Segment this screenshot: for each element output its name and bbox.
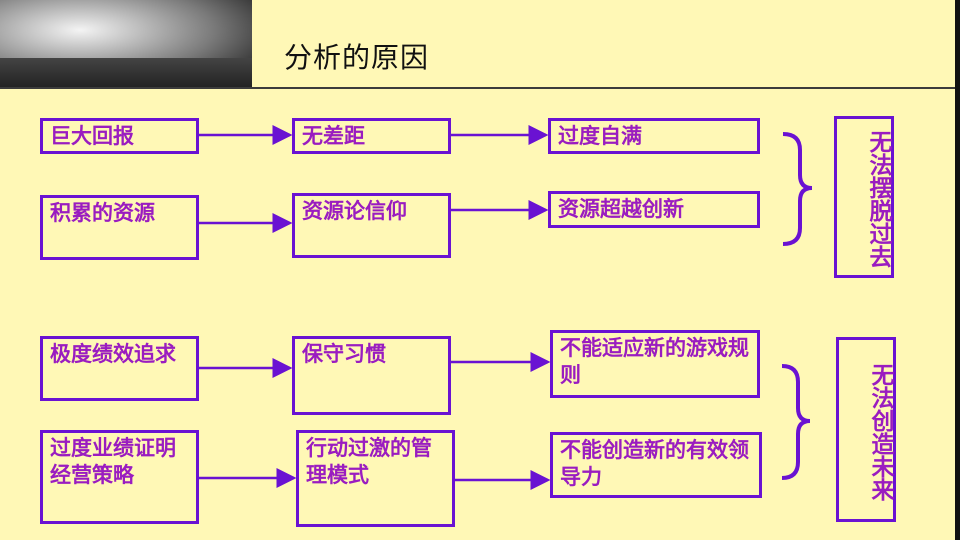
cause-box: 过度业绩证明经营策略: [40, 430, 199, 524]
cause-box: 积累的资源: [40, 195, 199, 260]
result-box: 无法摆脱过去: [834, 116, 894, 278]
cause-box: 无差距: [292, 118, 451, 154]
wheat-field-photo: [0, 0, 252, 88]
cause-box: 资源论信仰: [292, 193, 451, 258]
brace-1: [782, 132, 813, 246]
effect-box: 不能创造新的有效领导力: [550, 432, 762, 498]
brace-2: [781, 364, 811, 480]
effect-box: 资源超越创新: [548, 191, 760, 228]
cause-box: 保守习惯: [292, 336, 451, 415]
cause-box: 极度绩效追求: [40, 336, 199, 401]
effect-box: 过度自满: [548, 118, 760, 154]
cause-box: 巨大回报: [40, 118, 199, 154]
cause-box: 行动过激的管理模式: [296, 430, 455, 527]
slide-edge: [955, 0, 960, 540]
slide-title: 分析的原因: [284, 41, 430, 74]
result-box: 无法创造未来: [836, 337, 896, 522]
header-divider: [0, 87, 955, 89]
effect-box: 不能适应新的游戏规则: [550, 330, 760, 398]
